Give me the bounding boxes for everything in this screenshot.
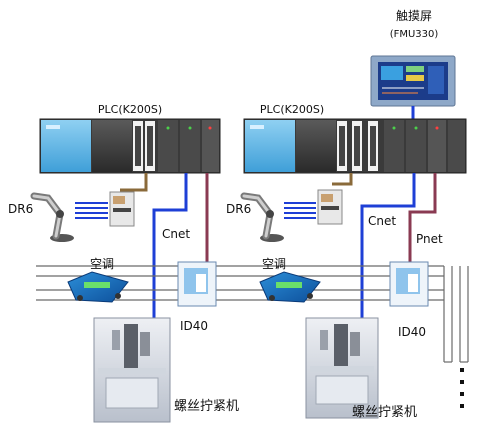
right-pnet-cable <box>408 173 437 262</box>
right-id40-label: ID40 <box>398 325 426 339</box>
left-id40: ID40 <box>177 261 217 333</box>
left-robot-label: DR6 <box>8 202 33 216</box>
left-robot: DR6 <box>8 191 135 242</box>
left-machine-label: 螺丝拧紧机 <box>174 399 239 414</box>
right-plc-label: PLC(K200S) <box>260 103 324 116</box>
right-cnet-cable <box>360 173 416 318</box>
touchscreen-device <box>370 55 456 107</box>
left-screw-machine: 螺丝拧紧机 <box>93 317 239 423</box>
left-cables: Cnet <box>120 173 209 318</box>
right-robot-label: DR6 <box>226 202 251 216</box>
touchscreen-title: 触摸屏 <box>396 9 432 23</box>
left-ac-label: 空调 <box>90 257 114 271</box>
left-cnet-cable <box>152 173 188 318</box>
left-plc-label: PLC(K200S) <box>98 103 162 116</box>
right-cnet-label: Cnet <box>368 214 396 228</box>
right-robot-cable <box>332 173 353 186</box>
right-cables: Cnet Pnet <box>332 173 443 318</box>
left-air-conditioner: 空调 <box>67 257 129 303</box>
touchscreen-group: 触摸屏 (FMU330) <box>370 9 456 122</box>
right-robot: DR6 <box>226 189 343 242</box>
right-plc: PLC(K200S) <box>243 103 467 174</box>
touchscreen-model: (FMU330) <box>390 29 439 40</box>
left-robot-cable <box>120 173 148 192</box>
right-machine-label: 螺丝拧紧机 <box>352 405 417 420</box>
left-id40-label: ID40 <box>180 319 208 333</box>
right-air-conditioner: 空调 <box>259 257 321 303</box>
left-plc: PLC(K200S) <box>39 103 221 174</box>
right-screw-machine: 螺丝拧紧机 <box>305 317 417 420</box>
continuation-dots <box>460 368 464 408</box>
left-cnet-label: Cnet <box>162 227 190 241</box>
right-id40: ID40 <box>389 261 429 339</box>
right-ac-label: 空调 <box>262 257 286 271</box>
right-pnet-label: Pnet <box>416 232 443 246</box>
